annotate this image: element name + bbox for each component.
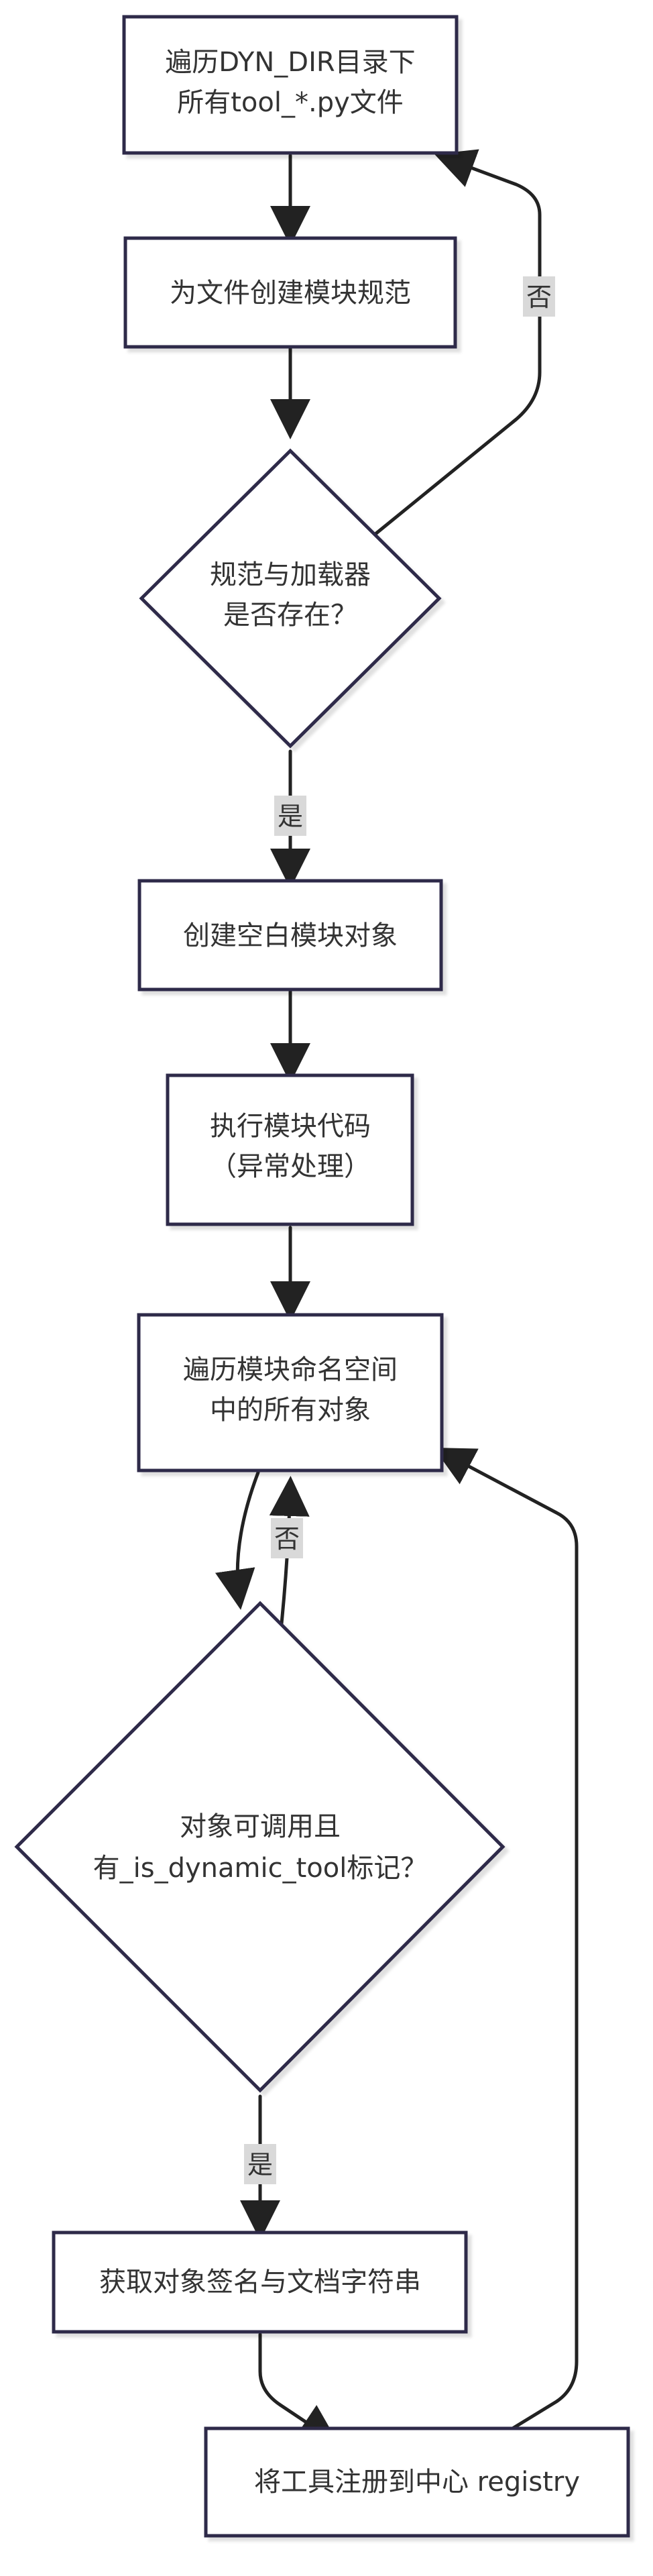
- edge-label-tool-yes: 是: [244, 2144, 276, 2184]
- svg-text:中的所有对象: 中的所有对象: [210, 1395, 371, 1426]
- edge-label-spec-yes: 是: [274, 796, 306, 836]
- svg-text:为文件创建模块规范: 为文件创建模块规范: [170, 278, 411, 309]
- edge-label-tool-no: 否: [271, 1518, 303, 1558]
- node-scan-files: 遍历DYN_DIR目录下 所有tool_*.py文件: [165, 47, 415, 118]
- node-scan-files-box: [122, 15, 459, 155]
- svg-text:是: 是: [278, 802, 303, 831]
- svg-text:有_is_dynamic_tool标记？: 有_is_dynamic_tool标记？: [93, 1853, 428, 1884]
- svg-text:对象可调用且: 对象可调用且: [180, 1811, 341, 1842]
- node-create-module-box: [137, 879, 443, 991]
- svg-text:否: 否: [274, 1524, 300, 1554]
- svg-text:执行模块代码: 执行模块代码: [210, 1111, 371, 1142]
- node-create-spec-box: [123, 236, 457, 349]
- node-spec-exists-diamond: [139, 448, 442, 749]
- node-exec-module-box: [166, 1073, 414, 1226]
- edge-sig-to-register: [258, 2332, 339, 2445]
- svg-text:规范与加载器: 规范与加载器: [210, 559, 371, 590]
- node-register-box: [204, 2426, 630, 2538]
- svg-text:创建空白模块对象: 创建空白模块对象: [183, 920, 398, 951]
- node-iterate-objects-box: [137, 1313, 444, 1472]
- node-exec-module: 执行模块代码 （异常处理）: [210, 1111, 371, 1182]
- node-spec-exists: 规范与加载器 是否存在？: [210, 559, 371, 631]
- node-get-signature: 获取对象签名与文档字符串: [99, 2267, 421, 2298]
- edge-register-loop: [433, 1447, 579, 2440]
- svg-text:获取对象签名与文档字符串: 获取对象签名与文档字符串: [99, 2267, 421, 2298]
- svg-text:否: 否: [526, 282, 552, 312]
- node-iterate-objects: 遍历模块命名空间 中的所有对象: [183, 1354, 398, 1426]
- node-register: 将工具注册到中心 registry: [254, 2467, 580, 2498]
- svg-text:所有tool_*.py文件: 所有tool_*.py文件: [177, 87, 404, 118]
- svg-text:遍历DYN_DIR目录下: 遍历DYN_DIR目录下: [165, 47, 415, 78]
- node-is-tool: 对象可调用且 有_is_dynamic_tool标记？: [93, 1811, 428, 1884]
- edge-iterate-to-check: [215, 1470, 260, 1610]
- svg-text:（异常处理）: （异常处理）: [210, 1151, 371, 1182]
- svg-text:遍历模块命名空间: 遍历模块命名空间: [183, 1354, 398, 1385]
- node-create-spec: 为文件创建模块规范: [170, 278, 411, 309]
- node-get-signature-box: [52, 2231, 468, 2334]
- svg-text:将工具注册到中心 registry: 将工具注册到中心 registry: [254, 2467, 580, 2498]
- svg-text:是否存在？: 是否存在？: [223, 600, 357, 631]
- node-create-module: 创建空白模块对象: [183, 920, 398, 951]
- edge-label-spec-no: 否: [523, 276, 555, 317]
- svg-text:是: 是: [247, 2150, 273, 2180]
- node-is-tool-diamond: [14, 1601, 506, 2093]
- edge-spec-no-loop: [370, 149, 542, 539]
